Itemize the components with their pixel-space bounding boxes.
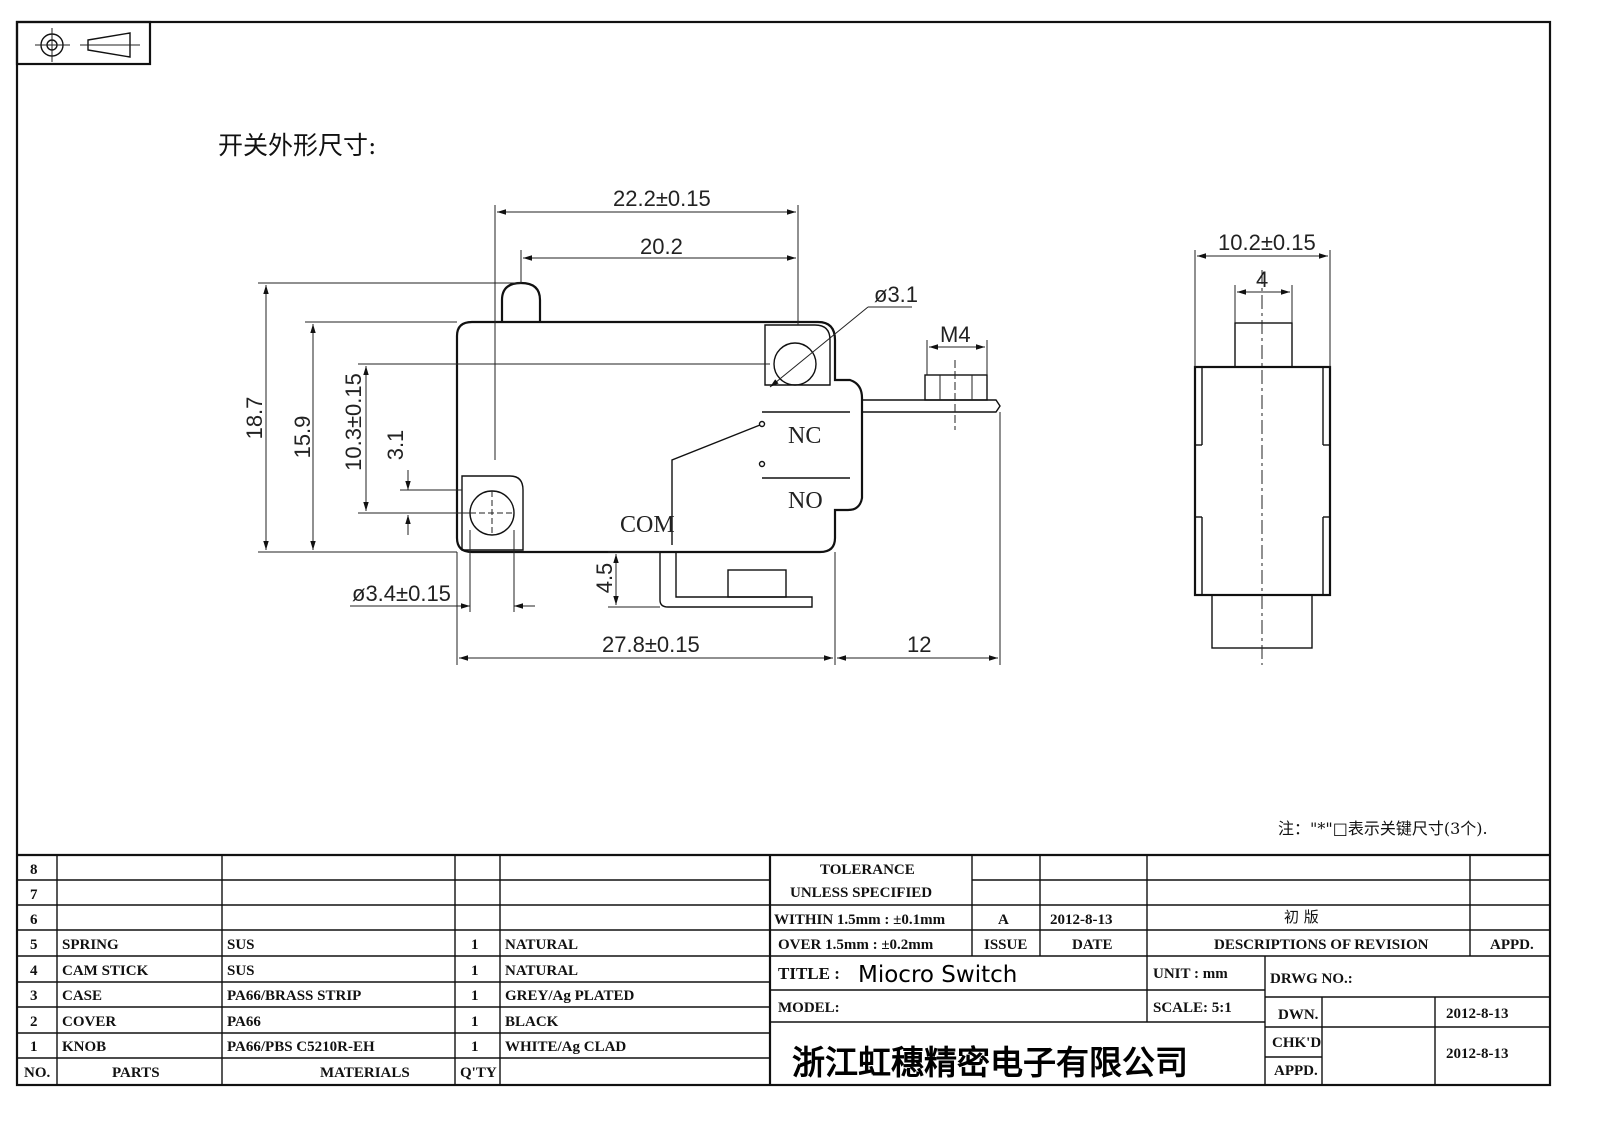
no: NO. (24, 1065, 51, 1081)
dim-4-5: 4.5 (592, 563, 617, 594)
table-row: 6 (30, 912, 38, 928)
top-hole-boss (764, 324, 831, 386)
model: MODEL: (778, 1000, 840, 1016)
lever (671, 424, 761, 545)
table-row: 4 CAM STICK SUS 1 NATURAL (30, 963, 578, 979)
title-label: TITLE : (778, 964, 840, 983)
qty: 1 (471, 963, 479, 979)
issue-value: A (998, 912, 1009, 928)
table-row: 2 COVER PA66 1 BLACK (30, 1014, 559, 1030)
table-row: 5 SPRING SUS 1 NATURAL (30, 937, 578, 953)
title-block: TOLERANCE UNLESS SPECIFIED WITHIN 1.5mm … (774, 862, 1534, 1082)
materials: MATERIALS (320, 1065, 410, 1081)
appd: APPD. (1274, 1063, 1318, 1079)
issue-label: ISSUE (984, 937, 1027, 953)
dim-20-2: 20.2 (640, 234, 683, 259)
dwn: DWN. (1278, 1007, 1319, 1023)
dim-3-1: 3.1 (383, 430, 408, 461)
unit: UNIT : mm (1153, 966, 1228, 982)
material: PA66 (227, 1014, 261, 1030)
side-view: 10.2±0.15 4 (1193, 230, 1332, 665)
material: PA66/PBS C5210R-EH (227, 1039, 375, 1055)
label-nc: NC (788, 423, 821, 449)
table-grid (17, 853, 1550, 1085)
tolerance-2: UNLESS SPECIFIED (790, 885, 932, 901)
note: 注："*"□表示关键尺寸(3个). (1278, 819, 1488, 838)
part: CAM STICK (62, 963, 149, 979)
label-com: COM (620, 512, 675, 538)
date-label: DATE (1072, 937, 1113, 953)
over: OVER 1.5mm : ±0.2mm (778, 937, 934, 953)
dwn-date: 2012-8-13 (1446, 1006, 1509, 1022)
m4-nut (924, 374, 988, 401)
dim-15-9: 15.9 (290, 416, 315, 459)
dim-27-8: 27.8±0.15 (602, 632, 700, 657)
parts-table: 8 7 6 5 SPRING SUS 1 NATURAL 4 CAM STICK… (24, 862, 634, 1081)
finish: GREY/Ag PLATED (505, 988, 634, 1004)
finish: NATURAL (505, 963, 578, 979)
part: CASE (62, 988, 102, 1004)
front-view: NC NO COM 22.2±0.15 20.2 ø3.1 M4 18.7 15… (242, 186, 1001, 665)
sheet-border (15, 20, 1552, 1087)
appd-label: APPD. (1490, 937, 1534, 953)
drawing-title: Miocro Switch (858, 962, 1017, 988)
switch-body (455, 320, 864, 554)
material: SUS (227, 937, 255, 953)
bottom-hole-boss (461, 475, 524, 551)
no: 5 (30, 937, 38, 953)
scale: SCALE: 5:1 (1153, 1000, 1232, 1016)
finish: WHITE/Ag CLAD (505, 1039, 626, 1055)
table-row: 7 (30, 887, 38, 903)
date-value: 2012-8-13 (1050, 912, 1113, 928)
qty: 1 (471, 1014, 479, 1030)
nc-terminal (862, 399, 1001, 413)
part: COVER (62, 1014, 116, 1030)
material: PA66/BRASS STRIP (227, 988, 361, 1004)
part: SPRING (62, 937, 119, 953)
desc-label: DESCRIPTIONS OF REVISION (1214, 937, 1429, 953)
dim-m4: M4 (940, 322, 971, 347)
drwg: DRWG NO.: (1270, 971, 1353, 987)
no: 2 (30, 1014, 38, 1030)
no: 3 (30, 988, 38, 1004)
dim-22-2: 22.2±0.15 (613, 186, 711, 211)
qty: 1 (471, 937, 479, 953)
company-name: 浙江虹穗精密电子有限公司 (792, 1043, 1188, 1082)
chkd: CHK'D (1272, 1035, 1321, 1051)
projection-symbol (15, 20, 152, 66)
parts: PARTS (112, 1065, 160, 1081)
part: KNOB (62, 1039, 106, 1055)
heading: 开关外形尺寸: (218, 131, 376, 160)
label-no: NO (788, 488, 823, 514)
no: 1 (30, 1039, 38, 1055)
dim-10-2: 10.2±0.15 (1218, 230, 1316, 255)
chkd-date: 2012-8-13 (1446, 1046, 1509, 1062)
no: 8 (30, 862, 38, 878)
dim-dia-3-4: ø3.4±0.15 (352, 581, 451, 606)
no: 6 (30, 912, 38, 928)
dim-4: 4 (1256, 267, 1268, 292)
no: 4 (30, 963, 38, 979)
qty: 1 (471, 988, 479, 1004)
plunger (500, 281, 542, 322)
tolerance-1: TOLERANCE (820, 862, 915, 878)
table-row: 1 KNOB PA66/PBS C5210R-EH 1 WHITE/Ag CLA… (30, 1039, 626, 1055)
dim-18-7: 18.7 (242, 397, 267, 440)
material: SUS (227, 963, 255, 979)
dim-10-3: 10.3±0.15 (341, 373, 366, 471)
dim-12: 12 (907, 632, 931, 657)
table-row: 8 (30, 862, 38, 878)
finish: BLACK (505, 1014, 559, 1030)
com-terminal (659, 552, 813, 608)
finish: NATURAL (505, 937, 578, 953)
within: WITHIN 1.5mm : ±0.1mm (774, 912, 946, 928)
table-row: 3 CASE PA66/BRASS STRIP 1 GREY/Ag PLATED (30, 988, 634, 1004)
dim-dia-3-1: ø3.1 (874, 282, 918, 307)
revision-value: 初 版 (1284, 908, 1319, 926)
qty: Q'TY (460, 1065, 497, 1081)
no: 7 (30, 887, 38, 903)
table-header: NO. PARTS MATERIALS Q'TY (24, 1065, 497, 1081)
qty: 1 (471, 1039, 479, 1055)
